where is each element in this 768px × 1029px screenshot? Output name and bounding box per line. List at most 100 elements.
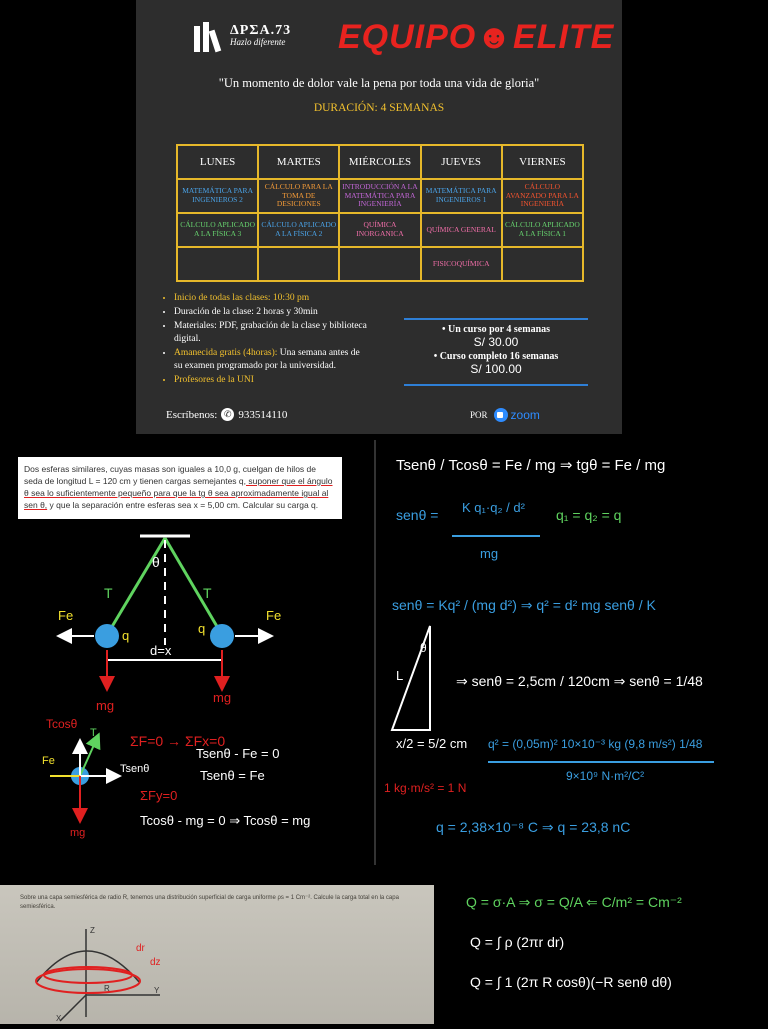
thread-left xyxy=(105,537,167,636)
contact-label: Escríbenos: xyxy=(166,408,218,421)
tsen-label: Tsenθ xyxy=(120,763,149,775)
equation: q = 2,38×10⁻⁸ C ⇒ q = 23,8 nC xyxy=(436,819,630,835)
equation: Q = ∫ 1 (2π R cosθ)(−R senθ dθ) xyxy=(470,974,672,990)
equilibrium-equations: ΣF=0 → ΣFx=0 Tsenθ - Fe = 0 Tsenθ = Fe Σ… xyxy=(130,733,310,828)
axis-label: R xyxy=(104,984,110,993)
tension-arrow xyxy=(79,732,101,777)
tension-label: T xyxy=(203,585,212,601)
equation: ΣF=0 → ΣFx=0 xyxy=(130,733,225,749)
course-cell: INTRODUCCIÓN A LA MATEMÁTICA PARA INGENI… xyxy=(338,178,422,214)
course-cell: FISICOQUÍMICA xyxy=(419,246,503,282)
charge-label: q xyxy=(198,621,205,636)
course-cell xyxy=(257,246,341,282)
zoom-icon xyxy=(493,408,508,422)
dr-label: dr xyxy=(136,943,146,954)
tension-label: T xyxy=(104,585,113,601)
equation: q₁ = q₂ = q xyxy=(556,507,621,523)
course-cell xyxy=(175,246,260,282)
logo-slogan: Hazlo diferente xyxy=(230,36,286,47)
thread-right xyxy=(163,537,224,636)
team-title: EQUIPO☻ELITE xyxy=(338,18,615,56)
por-label: POR xyxy=(470,410,488,420)
equation: Tcosθ - mg = 0 ⇒ Tcosθ = mg xyxy=(140,813,310,828)
info-text: Una semana antes de su examen programado… xyxy=(174,348,360,371)
day-header: JUEVES xyxy=(419,144,503,180)
info-item: Duración de la clase: 2 horas y 30min xyxy=(174,306,370,319)
problem-part: y que la separación entre esferas sea x … xyxy=(47,500,319,510)
blackboard: θ T T q q Fe Fe d=x mg mg Tcosθ Fe Tsenθ… xyxy=(42,457,714,839)
dz-label: dz xyxy=(150,957,161,968)
price-label: • Un curso por 4 semanas xyxy=(441,324,551,335)
sphere-left xyxy=(95,624,119,648)
course-cell: MATEMÁTICA PARA INGENIEROS 2 xyxy=(175,178,260,214)
info-highlight: Amanecida gratis (4horas): xyxy=(174,348,278,358)
hemisphere xyxy=(35,950,141,984)
equation: 9×10⁹ N·m²/C² xyxy=(566,769,644,783)
price-amount: S/ 100.00 xyxy=(470,362,522,376)
zoom-logo: zoom xyxy=(493,408,540,422)
weight-label: mg xyxy=(70,827,85,839)
equation: senθ = Kq² / (mg d²) ⇒ q² = d² mg senθ /… xyxy=(392,597,656,613)
equation: Tsenθ / Tcosθ = Fe / mg ⇒ tgθ = Fe / mg xyxy=(396,457,665,474)
info-item: Inicio de todas las clases: 10:30 pm xyxy=(174,292,370,305)
tcos-label: Tcosθ xyxy=(46,717,78,731)
day-header: MIÉRCOLES xyxy=(338,144,422,180)
books-icon xyxy=(194,18,224,53)
theta-label: θ xyxy=(152,554,160,570)
duration: DURACIÓN: 4 SEMANAS xyxy=(313,102,445,114)
integration-board: Q = σ·A ⇒ σ = Q/A ⇐ C/m² = Cm⁻² Q = ∫ ρ … xyxy=(436,885,768,1024)
equation: ⇒ senθ = 2,5cm / 120cm ⇒ senθ = 1/48 xyxy=(456,673,703,689)
price-box: • Un curso por 4 semanas S/ 30.00 • Curs… xyxy=(404,318,588,386)
course-cell xyxy=(338,246,422,282)
free-body-diagram: Tcosθ Fe Tsenθ mg T xyxy=(42,717,149,839)
equation: 1 kg·m/s² = 1 N xyxy=(384,781,466,795)
ring xyxy=(35,968,141,994)
day-header: VIERNES xyxy=(500,144,585,180)
course-cell xyxy=(500,246,585,282)
board-divider xyxy=(374,440,376,865)
separation-label: d=x xyxy=(150,643,172,658)
charge-label: q xyxy=(122,628,129,643)
sphere-right xyxy=(210,624,234,648)
x-axis xyxy=(59,994,87,1022)
course-cell: CÁLCULO AVANZADO PARA LA INGENIERÍA xyxy=(500,178,585,214)
day-header: LUNES xyxy=(175,144,260,180)
equation: x/2 = 5/2 cm xyxy=(396,736,467,751)
schedule-table: LUNES MARTES MIÉRCOLES JUEVES VIERNES MA… xyxy=(175,144,585,282)
weight-label: mg xyxy=(213,690,231,705)
platform: POR zoom xyxy=(470,408,540,422)
equation: Tsenθ - Fe = 0 xyxy=(196,746,279,761)
zoom-text: zoom xyxy=(510,408,540,422)
logo-name: ΔΡΣΑ.73 xyxy=(230,22,292,38)
triangle-label: L xyxy=(396,668,403,683)
axis-label: Z xyxy=(90,926,95,935)
price-label: • Curso completo 16 semanas xyxy=(433,351,559,362)
fe-label: Fe xyxy=(266,608,281,623)
problem-part: suponer que el ángulo θ sea lo suficient… xyxy=(24,476,333,510)
hemisphere-diagram: Z Y X R dr dz xyxy=(35,926,161,1023)
triangle xyxy=(390,625,431,731)
day-header: MARTES xyxy=(257,144,341,180)
course-cell: CÁLCULO PARA LA TOMA DE DESICIONES xyxy=(257,178,341,214)
course-cell: CÁLCULO APLICADO A LA FÍSICA 1 xyxy=(500,212,585,248)
info-item: Materiales: PDF, grabación de la clase y… xyxy=(174,320,370,346)
whatsapp-icon: ✆ xyxy=(221,408,235,421)
price-text: Un curso por 4 semanas xyxy=(447,324,551,335)
equation: senθ = xyxy=(396,507,438,523)
integration-notes: Q = σ·A ⇒ σ = Q/A ⇐ C/m² = Cm⁻² Q = ∫ ρ … xyxy=(466,894,682,990)
axis-label: X xyxy=(56,1014,62,1023)
weight-label: mg xyxy=(96,698,114,713)
equation: Q = ∫ ρ (2πr dr) xyxy=(470,934,564,950)
info-list: Inicio de todas las clases: 10:30 pm Dur… xyxy=(162,292,370,388)
phone-number: 933514110 xyxy=(238,408,288,421)
motto: "Un momento de dolor vale la pena por to… xyxy=(218,76,540,90)
course-cell: QUÍMICA INORGANICA xyxy=(338,212,422,248)
tension-label: T xyxy=(90,727,97,739)
textbook-photo: Sobre una capa semiesférica de radio R, … xyxy=(0,885,434,1024)
equation: Q = σ·A ⇒ σ = Q/A ⇐ C/m² = Cm⁻² xyxy=(466,894,682,910)
fe-label: Fe xyxy=(58,608,73,623)
problem-statement: Dos esferas similares, cuyas masas son i… xyxy=(18,457,342,519)
equation: q² = (0,05m)² 10×10⁻³ kg (9,8 m/s²) 1/48 xyxy=(488,737,703,751)
photo-problem: Sobre una capa semiesférica de radio R, … xyxy=(20,895,399,910)
axis-label: Y xyxy=(154,986,160,995)
